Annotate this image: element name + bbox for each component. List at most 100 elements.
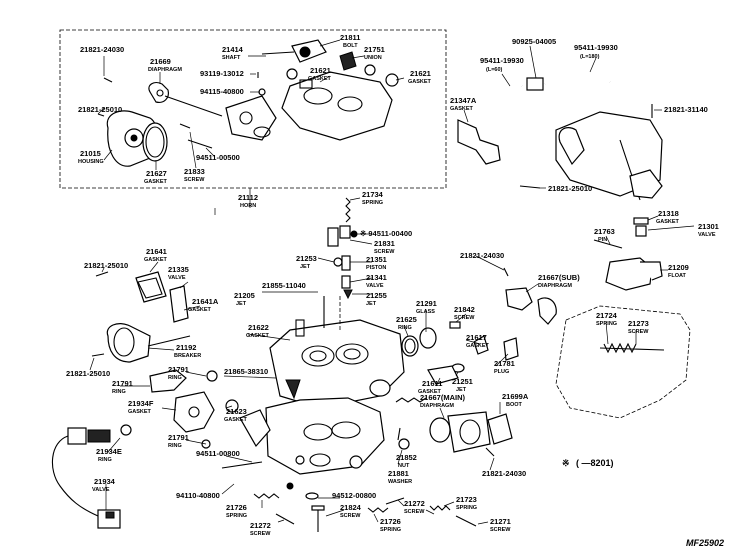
callout-21291: 21291 <box>416 299 437 308</box>
callout-21617-name: GASKET <box>466 343 490 349</box>
callout-21335: 21335 <box>168 265 189 274</box>
callout-21347a: 21347A <box>450 96 477 105</box>
callout-21831: 21831 <box>374 239 395 248</box>
callout-21255: 21255 <box>366 291 387 300</box>
callout-21821-24030-b: 21821-24030 <box>460 251 504 260</box>
callout-21669: 21669 <box>150 57 171 66</box>
callout-21623-name: GASKET <box>224 417 248 423</box>
callout-21726-b-name: SPRING <box>380 527 401 533</box>
bottom-screws-drawing <box>253 492 477 532</box>
callout-21824-name: SCREW <box>340 513 361 519</box>
callout-21852-name: NUT <box>398 463 410 469</box>
callout-21781: 21781 <box>494 359 515 368</box>
callout-21341-name: VALVE <box>366 283 384 289</box>
callout-90925: 90925-04005 <box>512 37 556 46</box>
callout-21791-b: 21791 <box>112 379 133 388</box>
callout-21821-24030-a: 21821-24030 <box>80 45 124 54</box>
callout-21667-main: 21667(MAIN) <box>420 393 466 402</box>
callout-21341: 21341 <box>366 273 387 282</box>
callout-21641a-name: GASKET <box>188 307 212 313</box>
callout-21669-name: DIAPHRAGM <box>148 67 182 73</box>
callout-21622-name: GASKET <box>246 333 270 339</box>
right-center-parts-drawing <box>395 321 519 457</box>
callout-95411-b-length: (L=180) <box>580 54 600 60</box>
callout-21791-a-name: RING <box>168 375 182 381</box>
callout-21301-name: VALVE <box>698 232 716 238</box>
callout-21763: 21763 <box>594 227 615 236</box>
callout-21667-sub: 21667(SUB) <box>538 273 580 282</box>
callout-21791-b-name: RING <box>112 389 126 395</box>
callout-21821-25010-d: 21821-25010 <box>66 369 110 378</box>
callout-21414-name: SHAFT <box>222 55 241 61</box>
callout-21934f: 21934F <box>128 399 154 408</box>
callout-21723-name: SPRING <box>456 505 477 511</box>
callout-21821-25010-c: 21821-25010 <box>84 261 128 270</box>
callout-21641a: 21641A <box>192 297 219 306</box>
callout-21699a: 21699A <box>502 392 529 401</box>
leader-lines <box>89 39 695 525</box>
callout-95411-a-length: (L=60) <box>486 67 503 73</box>
callout-21852: 21852 <box>396 453 417 462</box>
callout-21831-name: SCREW <box>374 249 395 255</box>
callout-21641-name: GASKET <box>144 257 168 263</box>
legend: ※ ( —8201) <box>562 458 614 468</box>
callout-21855: 21855-11040 <box>262 281 306 290</box>
callout-21724-name: SPRING <box>596 321 617 327</box>
callout-21833-name: SCREW <box>184 177 205 183</box>
callout-94115: 94115-40800 <box>200 87 244 96</box>
callout-21699a-name: BOOT <box>506 402 523 408</box>
callout-94512: 94512-00800 <box>332 491 376 500</box>
horn-group-frame <box>59 29 447 215</box>
jets-column-drawing <box>323 197 358 330</box>
callout-21611: 21611 <box>422 379 442 388</box>
callout-21821-31140: 21821-31140 <box>664 105 708 114</box>
callout-21621-b-name: GASKET <box>408 79 432 85</box>
callout-21627-name: GASKET <box>144 179 168 185</box>
breaker-drawing <box>91 271 239 449</box>
callout-21641: 21641 <box>146 247 167 256</box>
callout-21811: 21811 <box>340 33 360 42</box>
legend-mark: ※ <box>562 458 570 468</box>
callout-21621-a-name: GASKET <box>308 76 332 82</box>
callout-21015: 21015 <box>80 149 101 158</box>
callout-21821-24030-c: 21821-24030 <box>482 469 526 478</box>
callout-21791-a: 21791 <box>168 365 189 374</box>
callout-21255-name: JET <box>366 301 377 307</box>
callout-21318-name: GASKET <box>656 219 680 225</box>
callout-93119: 93119-13012 <box>200 69 244 78</box>
carburetor-body-drawing <box>221 319 405 490</box>
callout-21351-name: PISTON <box>366 265 386 271</box>
callout-21623: 21623 <box>226 407 247 416</box>
callout-21763-name: PIN <box>598 237 607 243</box>
callout-21934-name: VALVE <box>92 487 110 493</box>
callout-21272-b-name: SCREW <box>250 531 271 537</box>
callout-21881-name: WASHER <box>388 479 412 485</box>
catalog-code: MF25902 <box>686 538 724 548</box>
legend-text: ( —8201) <box>576 458 614 468</box>
callout-labels: 21821-24030 21669 DIAPHRAGM 21414 SHAFT … <box>66 33 719 537</box>
callout-21726-a-name: SPRING <box>226 513 247 519</box>
callout-21934f-name: GASKET <box>128 409 152 415</box>
callout-21272-b: 21272 <box>250 521 271 530</box>
callout-21621-a: 21621 <box>310 66 331 75</box>
callout-21301: 21301 <box>698 222 719 231</box>
callout-21273: 21273 <box>628 319 649 328</box>
callout-95411-b: 95411-19930 <box>574 43 618 52</box>
callout-21627: 21627 <box>146 169 167 178</box>
callout-21611-name: GASKET <box>418 389 442 395</box>
callout-21617: 21617 <box>466 333 487 342</box>
callout-21291-name: GLASS <box>416 309 435 315</box>
callout-21015-name: HOUSING <box>78 159 104 165</box>
callout-21351: 21351 <box>366 255 387 264</box>
callout-21625-name: RING <box>398 325 412 331</box>
callout-21865: 21865-38310 <box>224 367 268 376</box>
callout-21251: 21251 <box>452 377 473 386</box>
callout-21751: 21751 <box>364 45 385 54</box>
callout-21272-a: 21272 <box>404 499 425 508</box>
callout-21622: 21622 <box>248 323 269 332</box>
callout-21112: 21112 <box>238 193 258 202</box>
callout-21791-c-name: RING <box>168 443 182 449</box>
callout-21209: 21209 <box>668 263 689 272</box>
callout-21726-b: 21726 <box>380 517 401 526</box>
